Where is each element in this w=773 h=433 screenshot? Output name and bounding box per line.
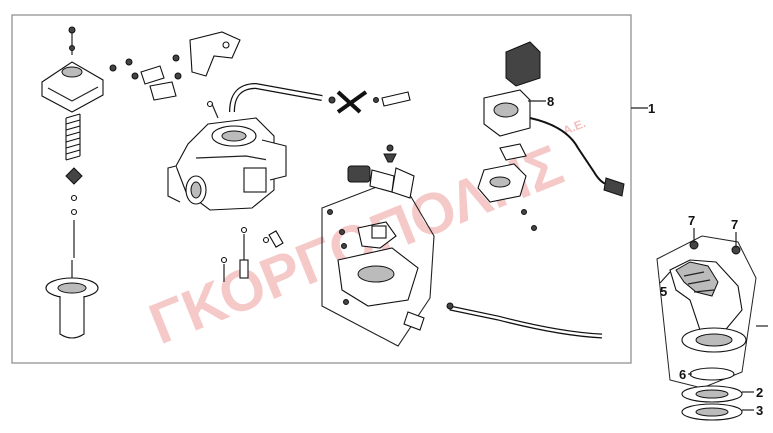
callout-7-right: 7	[731, 217, 738, 232]
fuel-hose	[229, 82, 336, 113]
intake-manifold-assembly	[656, 235, 757, 421]
callout-2: 2	[756, 385, 763, 400]
carburetor-slide-parts	[41, 26, 104, 339]
float-bowl-assembly	[321, 144, 435, 347]
pilot-screw-parts	[109, 31, 241, 101]
leader-lines	[528, 100, 768, 411]
callout-8: 8	[547, 94, 554, 109]
jet-screws	[220, 226, 284, 282]
carburetor-assembly-frame	[11, 14, 632, 364]
callout-labels: 1 8 7 7 5 6 2 3	[547, 94, 763, 418]
watermark-suffix: A.E.	[561, 116, 588, 138]
callout-7-left: 7	[688, 213, 695, 228]
callout-3: 3	[756, 403, 763, 418]
auto-choke	[477, 41, 625, 231]
callout-6: 6	[679, 367, 686, 382]
carburetor-body	[167, 100, 287, 211]
hose-connector	[336, 90, 411, 114]
callout-5: 5	[660, 284, 667, 299]
callout-1: 1	[648, 101, 655, 116]
drain-hose	[446, 302, 603, 339]
